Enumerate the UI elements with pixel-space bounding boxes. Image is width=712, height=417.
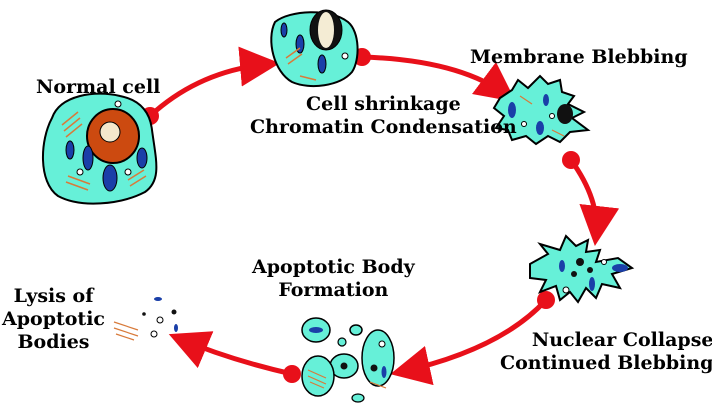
label-body-line1: Apoptotic Body: [252, 256, 415, 278]
shrinking-cell-illustration: [270, 9, 359, 88]
lysis-debris-illustration: [113, 297, 178, 341]
label-body-line2: Formation: [278, 279, 389, 301]
collapsing-cell-illustration: [529, 234, 635, 304]
label-shrinkage-line2: Chromatin Condensation: [250, 116, 517, 138]
arrow-collapse-to-bodies: [390, 291, 555, 386]
label-collapse-line1: Nuclear Collapse: [531, 329, 712, 351]
label-lysis-line2: Apoptotic: [2, 308, 105, 330]
label-apoptotic-body-formation: Apoptotic Body Formation: [252, 256, 415, 302]
label-lysis-line3: Bodies: [17, 331, 90, 353]
label-cell-shrinkage: Cell shrinkage Chromatin Condensation: [250, 93, 517, 139]
label-nuclear-collapse: Nuclear Collapse Continued Blebbing: [500, 329, 712, 375]
arrow-bodies-to-lysis: [168, 331, 301, 383]
label-normal-cell-text: Normal cell: [36, 76, 161, 98]
arrow-blebbing-to-collapse: [562, 151, 620, 246]
apoptotic-bodies-illustration: [301, 317, 395, 403]
label-normal-cell: Normal cell: [36, 76, 160, 99]
normal-cell-illustration: [42, 92, 158, 205]
label-collapse-line2: Continued Blebbing: [500, 352, 712, 374]
label-lysis-line1: Lysis of: [13, 285, 94, 307]
label-lysis: Lysis of Apoptotic Bodies: [2, 285, 105, 354]
label-blebbing-text: Membrane Blebbing: [470, 46, 688, 68]
label-membrane-blebbing: Membrane Blebbing: [470, 46, 688, 69]
blebbing-cell-illustration: [492, 74, 591, 146]
label-shrinkage-line1: Cell shrinkage: [306, 93, 461, 115]
